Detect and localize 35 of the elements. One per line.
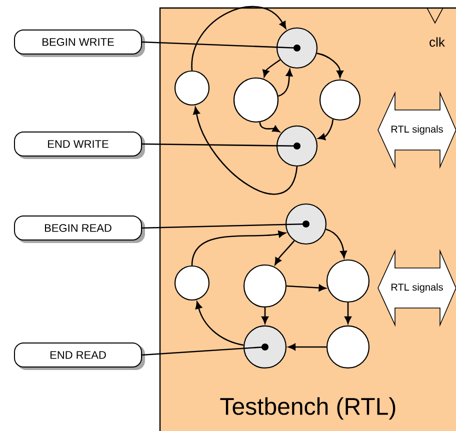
event-pill: END WRITE: [14, 132, 145, 159]
connector-line: [142, 41, 300, 52]
connector-line: [142, 220, 310, 229]
transition-arrow: [278, 68, 293, 97]
transition-arrow: [288, 344, 326, 350]
state-circle: [326, 325, 370, 369]
transition-arrow: [191, 6, 286, 70]
state-circle: [233, 77, 279, 123]
state-circle: [174, 265, 210, 301]
transition-arrow: [274, 240, 295, 266]
transition-arrow: [326, 228, 347, 258]
transition-arrow: [191, 230, 286, 266]
active-state-circle: [276, 125, 318, 167]
transition-arrow: [259, 122, 280, 132]
state-circle: [243, 264, 287, 308]
connector-line: [142, 142, 300, 150]
transition-arrow: [286, 284, 326, 292]
event-pill: BEGIN WRITE: [14, 30, 145, 57]
transition-arrow: [262, 59, 281, 78]
transition-arrow: [195, 302, 244, 346]
event-pill: END READ: [14, 342, 145, 370]
active-state-circle: [285, 203, 327, 245]
state-circle: [319, 79, 361, 121]
connector-line: [142, 343, 268, 356]
transition-arrow: [318, 119, 334, 140]
transition-arrow: [262, 308, 268, 324]
transition-arrow: [344, 302, 352, 324]
event-pill: BEGIN READ: [14, 216, 145, 243]
active-state-circle: [243, 325, 287, 369]
signal-label: clk: [430, 37, 445, 47]
transition-arrow: [193, 106, 298, 195]
state-circle: [326, 259, 370, 303]
transition-arrow: [316, 52, 344, 78]
state-circle: [174, 70, 210, 106]
active-state-circle: [276, 27, 318, 69]
